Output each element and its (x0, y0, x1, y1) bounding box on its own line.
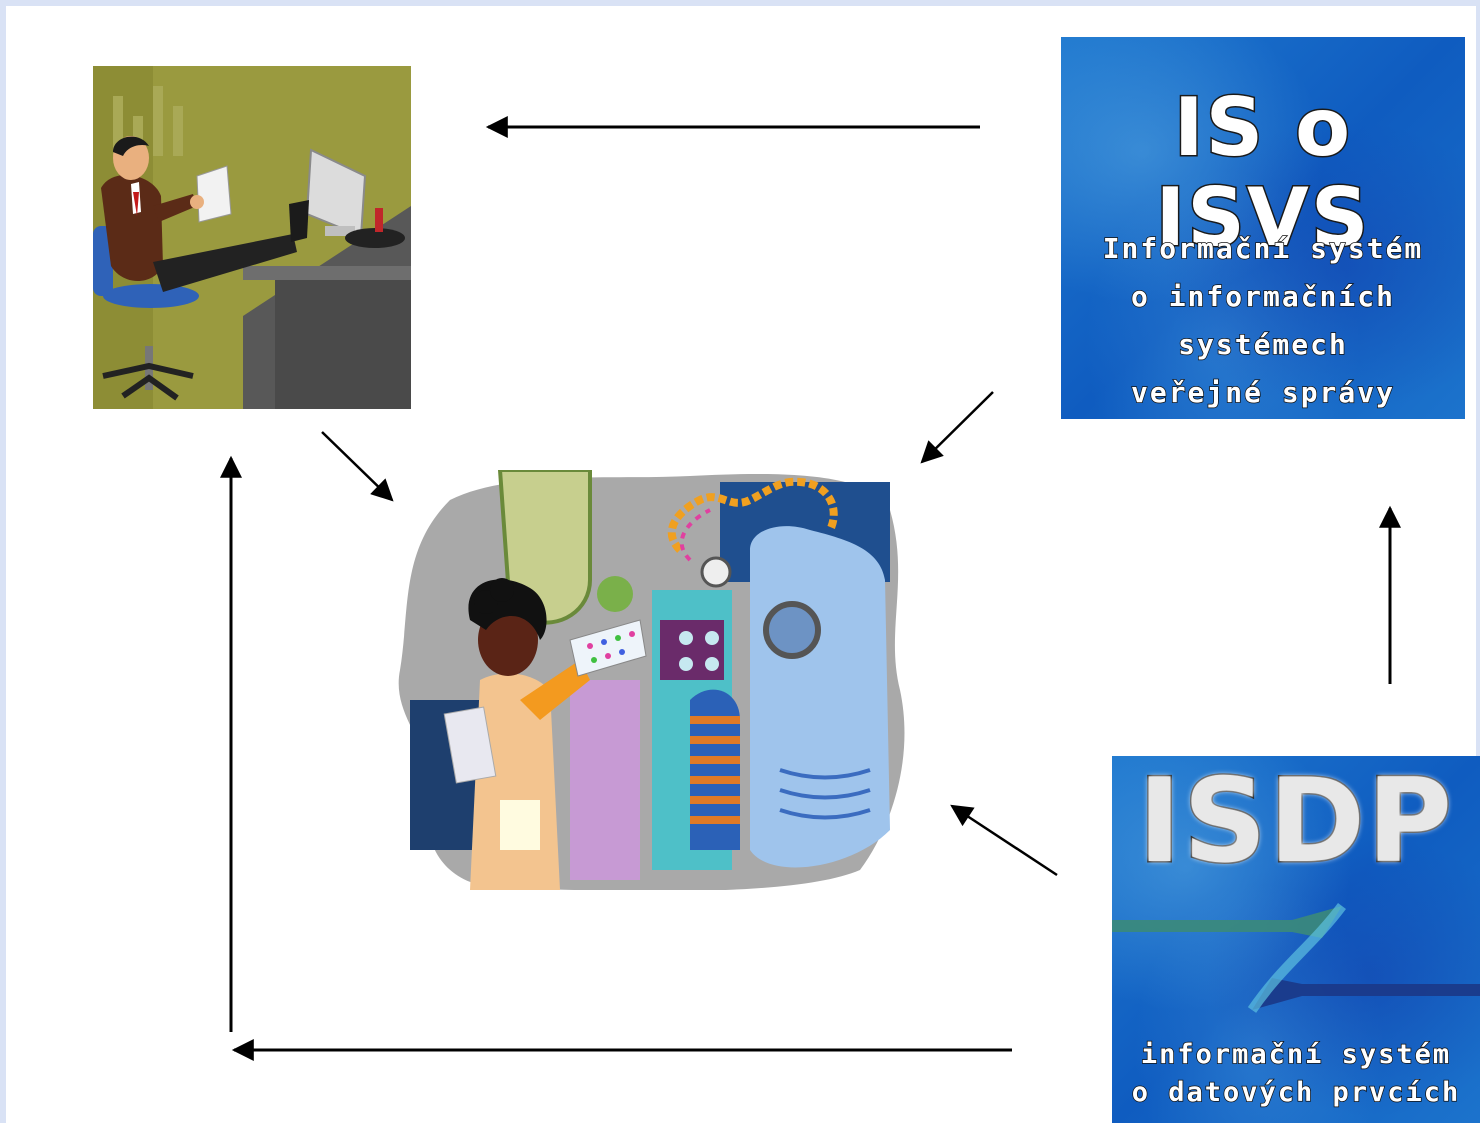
isvs-subtitle: Informační systém o informačních systéme… (1061, 225, 1465, 417)
arrow-isvs-to-laboratory (920, 391, 994, 464)
laboratory-worker-clipart-icon (390, 468, 915, 892)
arrow-isdp-to-laboratory (950, 804, 1058, 877)
isvs-subtitle-line: Informační systém (1102, 231, 1424, 266)
frame-top-border (0, 0, 1480, 6)
isdp-exchange-arrows-icon (1112, 902, 1480, 1013)
isvs-title: IS o ISVS (1154, 81, 1371, 264)
office-worker-clipart-icon (93, 66, 411, 409)
frame-left-border (0, 0, 6, 1123)
isvs-subtitle-line: systémech (1177, 327, 1348, 362)
frame-right-border (1476, 0, 1480, 1123)
isdp-subtitle-line: informační systém (1140, 1038, 1452, 1071)
arrow-manager-to-laboratory (321, 431, 394, 502)
isdp-subtitle-line: o datových prvcích (1131, 1076, 1461, 1109)
isdp-subtitle: informační systém o datových prvcích (1112, 1036, 1480, 1112)
isdp-title: ISDP (1136, 756, 1454, 889)
isvs-subtitle-line: veřejné správy (1130, 375, 1395, 410)
is-o-isvs-logo: IS o ISVS Informační systém o informační… (1061, 37, 1465, 419)
isvs-subtitle-line: o informačních (1130, 279, 1395, 314)
isdp-logo: ISDP informační systém o datových prvcíc… (1112, 756, 1480, 1123)
